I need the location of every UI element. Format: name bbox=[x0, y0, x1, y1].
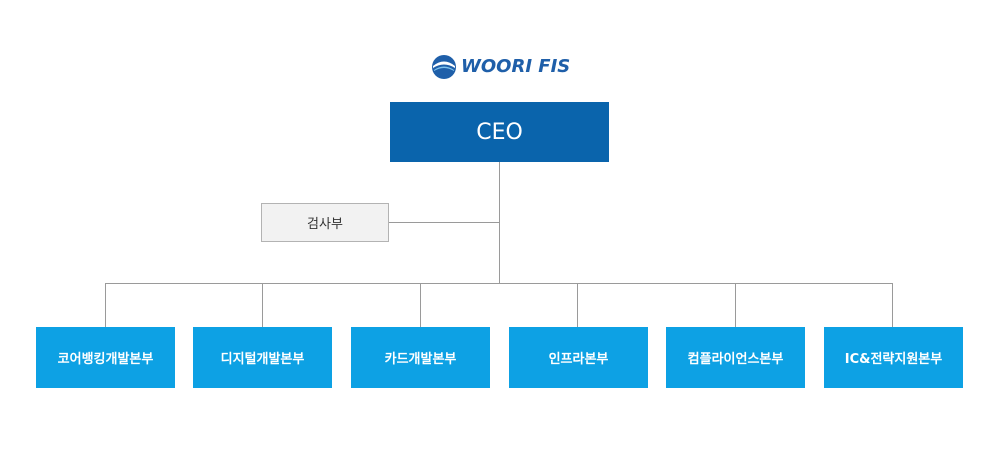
division-label: 인프라본부 bbox=[548, 352, 609, 367]
division-label: 컴플라이언스본부 bbox=[687, 352, 784, 367]
ceo-box: CEO bbox=[390, 102, 609, 162]
connector-divisions-horizontal bbox=[105, 283, 893, 284]
connector-audit-horizontal bbox=[389, 222, 500, 223]
connector-division-4 bbox=[577, 283, 578, 327]
woori-logo-icon bbox=[432, 55, 456, 79]
division-label: 카드개발본부 bbox=[384, 352, 457, 367]
division-label: 디지털개발본부 bbox=[220, 352, 305, 367]
ceo-label: CEO bbox=[476, 119, 523, 145]
division-label: IC&전략지원본부 bbox=[844, 352, 943, 367]
audit-department-label: 검사부 bbox=[307, 217, 343, 232]
logo-text: WOORI FIS bbox=[461, 56, 571, 77]
connector-division-3 bbox=[420, 283, 421, 327]
connector-division-5 bbox=[735, 283, 736, 327]
division-box-card: 카드개발본부 bbox=[351, 327, 490, 388]
division-box-digital: 디지털개발본부 bbox=[193, 327, 332, 388]
division-label: 코어뱅킹개발본부 bbox=[57, 352, 154, 367]
division-box-compliance: 컴플라이언스본부 bbox=[666, 327, 805, 388]
division-box-ic-strategy: IC&전략지원본부 bbox=[824, 327, 963, 388]
woori-fis-logo: WOORI FIS bbox=[431, 54, 571, 82]
connector-ceo-vertical bbox=[499, 162, 500, 284]
division-box-core-banking: 코어뱅킹개발본부 bbox=[36, 327, 175, 388]
connector-division-6 bbox=[892, 283, 893, 327]
connector-division-2 bbox=[262, 283, 263, 327]
connector-division-1 bbox=[105, 283, 106, 327]
audit-department-box: 검사부 bbox=[261, 203, 389, 242]
division-box-infra: 인프라본부 bbox=[509, 327, 648, 388]
